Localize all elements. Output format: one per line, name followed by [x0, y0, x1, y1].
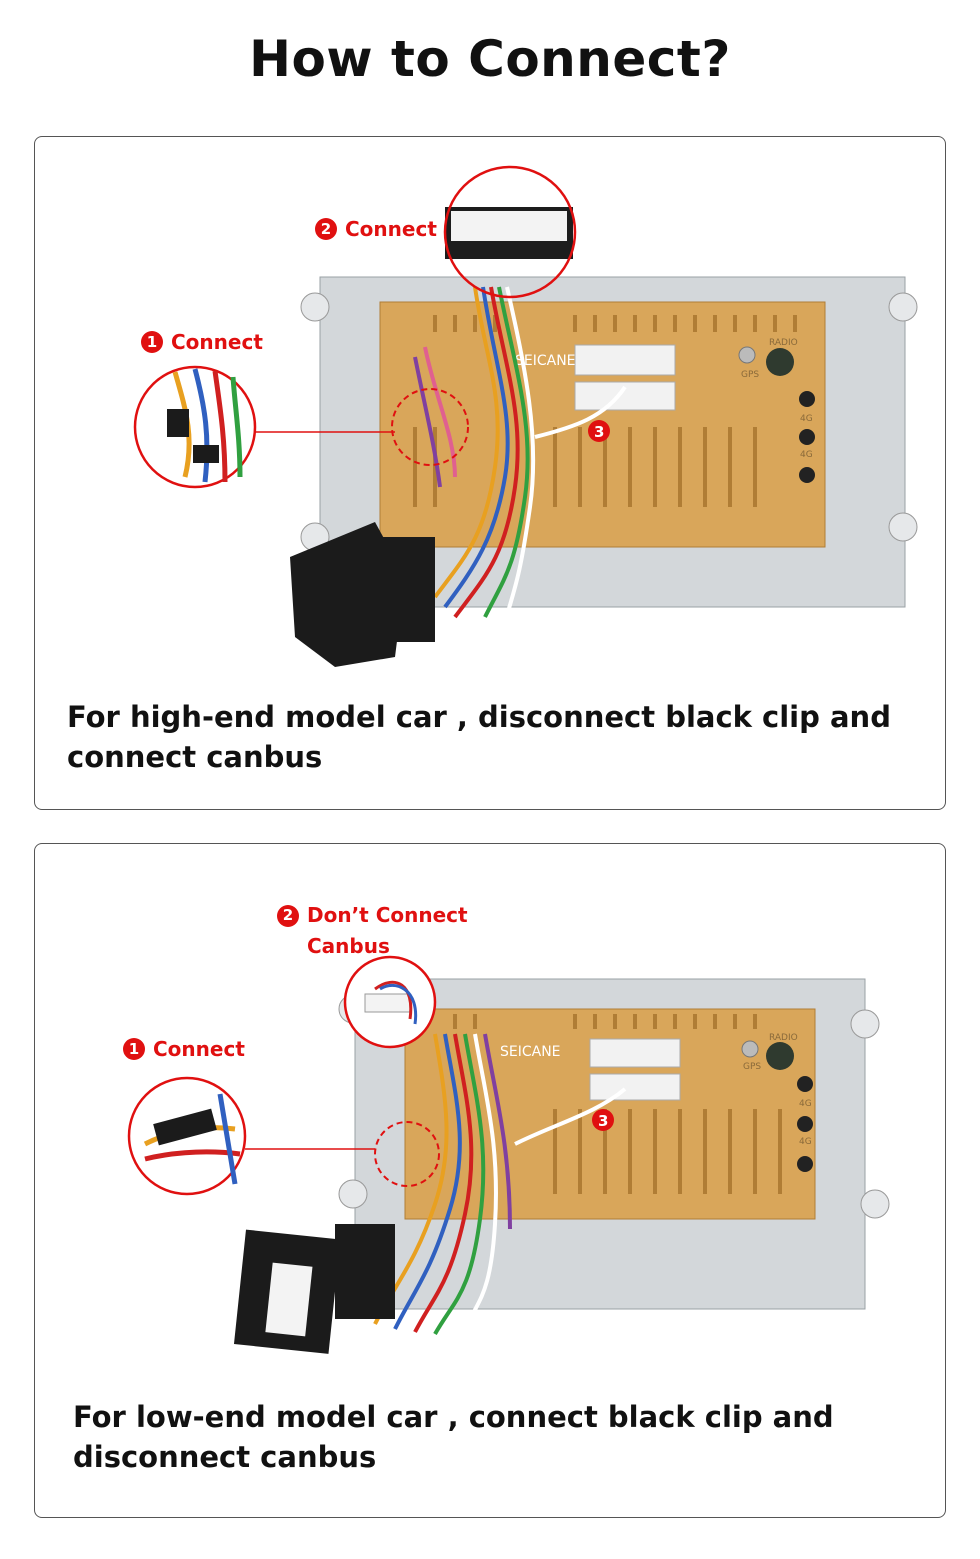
step-1-badge: 1 — [141, 331, 163, 353]
port-label-gps: GPS — [743, 1062, 761, 1072]
svg-text:3: 3 — [598, 1112, 608, 1130]
unit-brand-logo: SEICANE — [515, 353, 576, 369]
label-connect-clip: 1 Connect — [123, 1037, 245, 1061]
port-label-radio: RADIO — [769, 1033, 798, 1043]
step-2-badge: 2 — [277, 904, 299, 927]
page-title: How to Connect? — [249, 30, 731, 88]
canbus-highlight-circle — [443, 165, 577, 299]
marker-3 — [592, 1109, 614, 1131]
svg-text:3: 3 — [594, 423, 604, 441]
head-unit-illustration: RADIO GPS 4G 4G SEICANE — [133, 165, 918, 667]
port-label-4g: 4G — [800, 450, 813, 460]
head-unit-illustration: RADIO GPS 4G 4G SEICANE — [127, 955, 890, 1354]
marker-3 — [588, 420, 610, 442]
usb-socket — [589, 1073, 681, 1101]
av-socket — [574, 344, 676, 376]
label-connect-canbus: 2 Connect — [315, 217, 437, 241]
unit-brand-logo: SEICANE — [500, 1044, 561, 1060]
port-label-radio: RADIO — [769, 338, 798, 348]
label-connect-clip: 1 Connect — [141, 330, 263, 354]
label-dont-connect-canbus: 2 Don’t Connect Canbus — [277, 900, 468, 962]
clip-dashed-circle — [391, 388, 469, 466]
low-end-caption: For low-end model car , connect black cl… — [73, 1400, 834, 1474]
low-end-panel: RADIO GPS 4G 4G SEICANE — [34, 843, 946, 1518]
high-end-caption: For high-end model car , disconnect blac… — [67, 700, 891, 774]
high-end-panel: RADIO GPS 4G 4G SEICANE — [34, 136, 946, 810]
clip-dashed-circle — [374, 1121, 440, 1187]
port-label-4g: 4G — [799, 1099, 812, 1109]
usb-socket — [574, 381, 676, 411]
iso-harness-connector — [290, 522, 405, 667]
av-socket — [589, 1038, 681, 1068]
port-label-4g: 4G — [799, 1137, 812, 1147]
port-label-4g: 4G — [800, 414, 813, 424]
step-2-badge: 2 — [315, 218, 337, 240]
step-1-badge: 1 — [123, 1038, 145, 1060]
port-label-gps: GPS — [741, 370, 759, 380]
